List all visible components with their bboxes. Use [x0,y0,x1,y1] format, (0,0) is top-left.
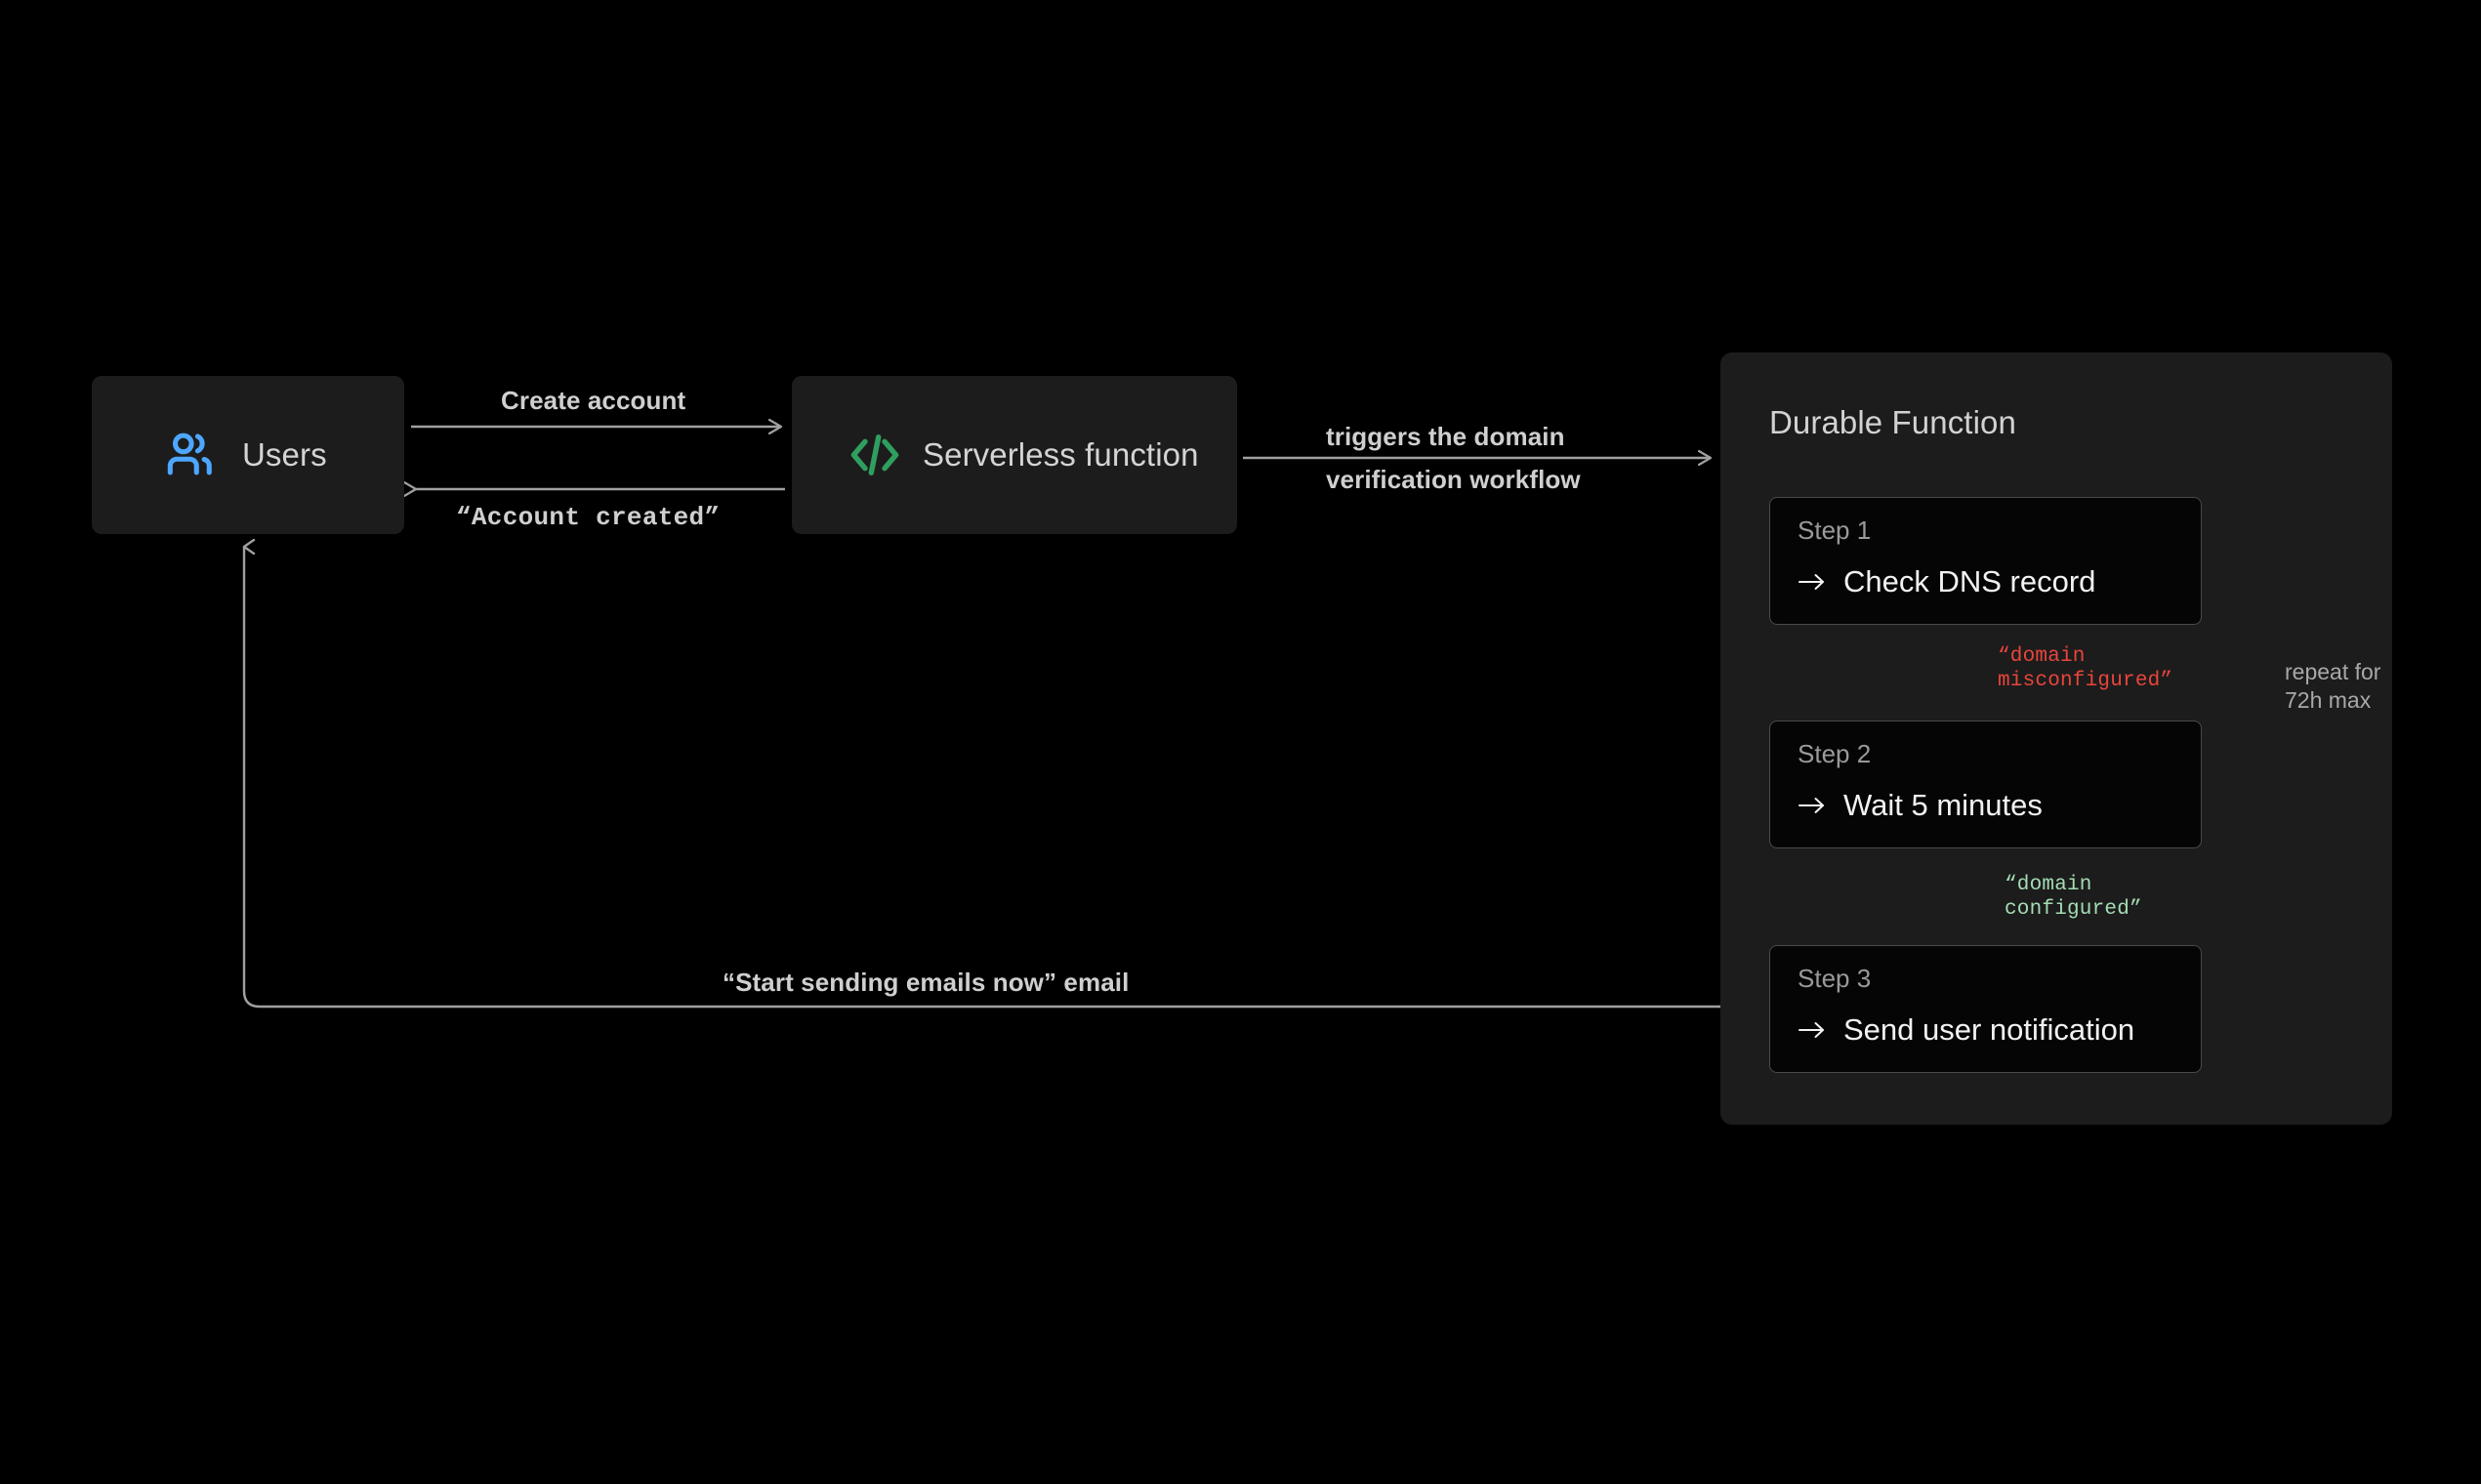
edge-label-triggers-line2: verification workflow [1326,465,1581,494]
node-users[interactable]: Users [92,376,404,534]
edge-label-create-account: Create account [501,386,686,415]
step-box-2[interactable]: Step 2 Wait 5 minutes [1769,721,2202,848]
durable-function-panel: Durable Function Step 1 Check DNS record… [1720,352,2392,1125]
step-2-body: Wait 5 minutes [1798,788,2201,823]
edge-label-account-created: “Account created” [456,503,721,532]
node-serverless-label: Serverless function [923,436,1199,473]
step-3-kicker: Step 3 [1798,964,1872,993]
step-1-kicker: Step 1 [1798,515,1872,545]
step-3-action: Send user notification [1843,1012,2135,1047]
node-users-label: Users [242,436,327,473]
arrow-right-icon [1798,1019,1827,1041]
users-icon [164,430,221,480]
step-2-action: Wait 5 minutes [1843,788,2043,822]
edge-start-sending-email [242,547,1767,1009]
node-serverless-function[interactable]: Serverless function [792,376,1237,534]
step-1-action: Check DNS record [1843,564,2096,598]
step-box-3[interactable]: Step 3 Send user notification [1769,945,2202,1073]
step-1-body: Check DNS record [1798,564,2201,599]
arrow-right-icon [1798,571,1827,593]
arrow-right-icon [1798,795,1827,816]
step-3-body: Send user notification [1798,1012,2201,1048]
step-box-1[interactable]: Step 1 Check DNS record [1769,497,2202,625]
code-brackets-icon [848,431,901,479]
durable-function-title: Durable Function [1769,404,2016,440]
edge-label-start-sending-email: “Start sending emails now” email [723,968,1130,997]
step-2-kicker: Step 2 [1798,739,1872,768]
edge-label-triggers-line1: triggers the domain [1326,422,1565,451]
